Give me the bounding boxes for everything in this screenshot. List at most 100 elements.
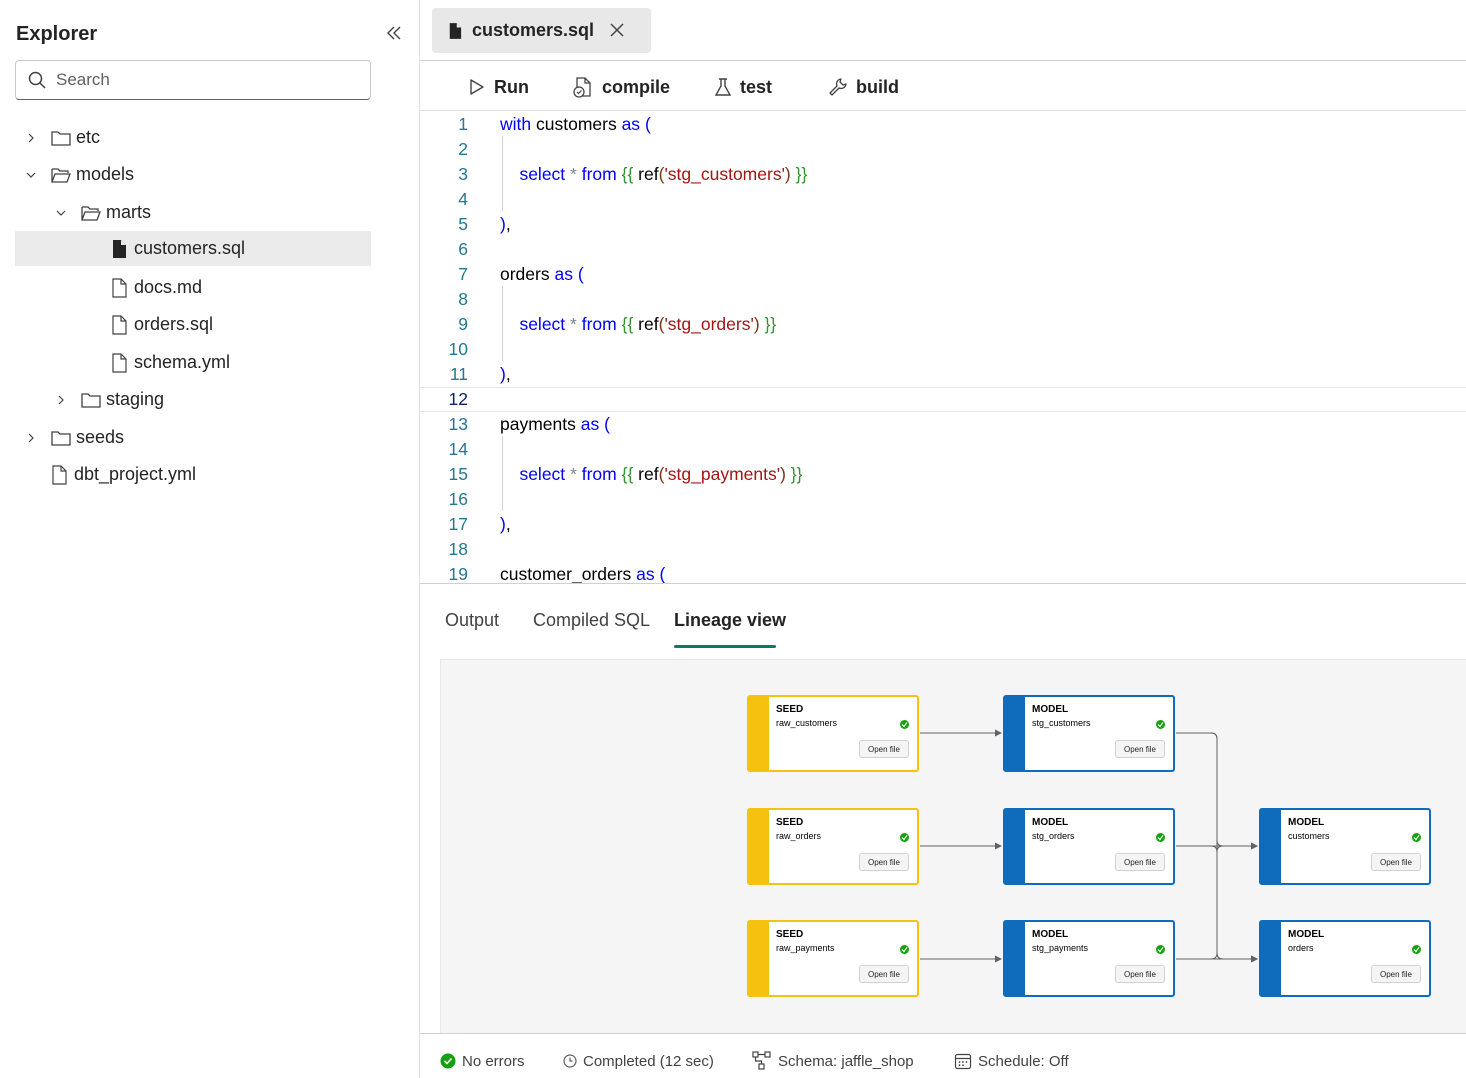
node-name: stg_orders xyxy=(1032,831,1075,841)
code-line: 10 xyxy=(420,337,1466,362)
chevron-right-icon xyxy=(52,391,70,409)
tree-item-label: dbt_project.yml xyxy=(74,464,197,484)
line-number: 11 xyxy=(449,364,468,384)
schema-icon xyxy=(752,1051,771,1070)
lineage-node-customers[interactable]: MODEL customers Open file xyxy=(1259,808,1431,885)
code-text: payments as ( xyxy=(500,414,610,434)
folder-icon xyxy=(80,389,102,411)
line-number: 9 xyxy=(458,314,468,334)
status-schedule-label: Schedule: Off xyxy=(978,1052,1069,1070)
lineage-node-stg-orders[interactable]: MODEL stg_orders Open file xyxy=(1003,808,1175,885)
explorer-panel: Explorer etc models marts customers.sql xyxy=(0,0,420,1078)
open-file-button[interactable]: Open file xyxy=(1371,853,1421,871)
open-file-button[interactable]: Open file xyxy=(1371,965,1421,983)
run-button[interactable]: Run xyxy=(468,73,529,101)
tab-customers-sql[interactable]: customers.sql xyxy=(432,8,651,53)
lineage-node-stg-payments[interactable]: MODEL stg_payments Open file xyxy=(1003,920,1175,997)
line-number: 10 xyxy=(448,339,468,359)
node-type-strip xyxy=(1261,810,1281,883)
tab-label: customers.sql xyxy=(472,20,595,40)
tree-item-seeds[interactable]: seeds xyxy=(22,420,124,455)
tree-item-label: staging xyxy=(106,389,165,409)
tree-item-label: docs.md xyxy=(134,277,203,297)
node-name: customers xyxy=(1288,831,1330,841)
status-completed-label: Completed (12 sec) xyxy=(583,1052,714,1070)
test-label: test xyxy=(740,76,773,97)
lineage-node-stg-customers[interactable]: MODEL stg_customers Open file xyxy=(1003,695,1175,772)
tree-item-etc[interactable]: etc xyxy=(22,120,100,155)
line-number: 12 xyxy=(448,389,468,409)
code-line: 16 xyxy=(420,487,1466,512)
close-tab-button[interactable] xyxy=(607,20,627,40)
code-text: select * from {{ ref('stg_orders') }} xyxy=(519,314,777,334)
status-ok-icon xyxy=(900,833,909,842)
line-number: 13 xyxy=(448,414,468,434)
open-file-button[interactable]: Open file xyxy=(859,740,909,758)
status-schema-label: Schema: jaffle_shop xyxy=(778,1052,914,1070)
node-type-strip xyxy=(749,810,769,883)
line-number: 3 xyxy=(458,164,468,184)
tab-compiled-sql[interactable]: Compiled SQL xyxy=(533,610,651,630)
tree-item-customers-sql[interactable]: customers.sql xyxy=(15,231,371,266)
open-file-button[interactable]: Open file xyxy=(859,965,909,983)
node-type: MODEL xyxy=(1288,817,1325,828)
lineage-node-raw-payments[interactable]: SEED raw_payments Open file xyxy=(747,920,919,997)
search-box[interactable] xyxy=(15,60,371,100)
close-icon xyxy=(610,23,624,37)
tree-item-schema-yml[interactable]: schema.yml xyxy=(108,345,230,380)
tab-lineage-view[interactable]: Lineage view xyxy=(674,610,787,630)
search-icon xyxy=(28,71,46,89)
code-line: 14 xyxy=(420,437,1466,462)
node-name: stg_customers xyxy=(1032,718,1091,728)
node-name: orders xyxy=(1288,943,1314,953)
open-file-button[interactable]: Open file xyxy=(859,853,909,871)
tree-item-label: seeds xyxy=(76,427,125,447)
tree-item-staging[interactable]: staging xyxy=(52,382,164,417)
tree-item-docs-md[interactable]: docs.md xyxy=(108,270,202,305)
code-line: 5), xyxy=(420,212,1466,237)
compile-button[interactable]: compile xyxy=(572,73,670,101)
node-type: MODEL xyxy=(1032,704,1069,715)
tree-item-marts[interactable]: marts xyxy=(52,195,151,230)
open-file-button[interactable]: Open file xyxy=(1115,965,1165,983)
node-type-strip xyxy=(1005,922,1025,995)
tree-item-label: schema.yml xyxy=(134,352,231,372)
tree-item-label: customers.sql xyxy=(134,238,246,258)
status-schedule[interactable]: Schedule: Off xyxy=(954,1051,1069,1071)
build-button[interactable]: build xyxy=(828,73,899,101)
lineage-node-raw-orders[interactable]: SEED raw_orders Open file xyxy=(747,808,919,885)
node-type: SEED xyxy=(776,817,804,828)
code-line: 4 xyxy=(420,187,1466,212)
lineage-node-raw-customers[interactable]: SEED raw_customers Open file xyxy=(747,695,919,772)
collapse-explorer-button[interactable] xyxy=(380,20,408,46)
tree-item-models[interactable]: models xyxy=(22,157,134,192)
calendar-icon xyxy=(954,1053,972,1070)
status-ok-icon xyxy=(1156,945,1165,954)
search-input[interactable] xyxy=(56,70,356,90)
tree-item-dbt-project-yml[interactable]: dbt_project.yml xyxy=(48,457,196,492)
line-number: 6 xyxy=(458,239,468,259)
code-line: 3 select * from {{ ref('stg_customers') … xyxy=(420,162,1466,187)
folder-icon xyxy=(50,127,72,149)
chevron-down-icon xyxy=(22,166,40,184)
tab-output[interactable]: Output xyxy=(445,610,500,630)
tree-item-orders-sql[interactable]: orders.sql xyxy=(108,307,213,342)
lineage-node-orders[interactable]: MODEL orders Open file xyxy=(1259,920,1431,997)
code-text: ), xyxy=(500,214,511,234)
test-button[interactable]: test xyxy=(714,73,772,101)
open-file-button[interactable]: Open file xyxy=(1115,853,1165,871)
node-type: MODEL xyxy=(1032,817,1069,828)
line-number: 18 xyxy=(448,539,468,559)
code-text: select * from {{ ref('stg_payments') }} xyxy=(519,464,803,484)
status-ok-icon xyxy=(900,720,909,729)
open-file-button[interactable]: Open file xyxy=(1115,740,1165,758)
file-filled-icon xyxy=(449,22,462,39)
status-schema[interactable]: Schema: jaffle_shop xyxy=(752,1051,914,1071)
node-name: raw_payments xyxy=(776,943,835,953)
code-line: 2 xyxy=(420,137,1466,162)
lineage-canvas[interactable]: SEED raw_customers Open file SEED raw_or… xyxy=(440,659,1466,1033)
code-text: ), xyxy=(500,364,511,384)
code-line: 6 xyxy=(420,237,1466,262)
